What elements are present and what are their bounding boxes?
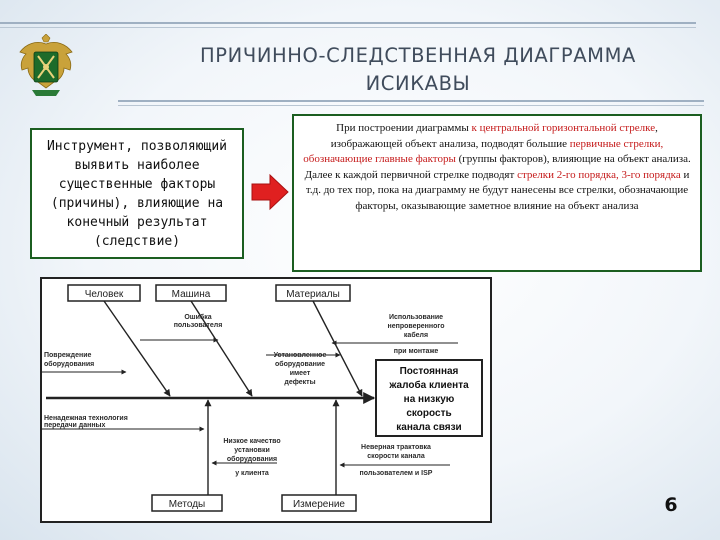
effect-line-1: Постоянная [400,366,459,377]
cause-unusable-cable-1: Использование [389,314,443,321]
definition-text: Инструмент, позволяющий выявить наиболее… [46,138,227,249]
title-line-1: ПРИЧИННО-СЛЕДСТВЕННАЯ ДИАГРАММА [200,44,636,67]
cause-unusable-cable-4: при монтаже [394,348,439,355]
desc-part-1: При построении диаграммы [336,122,472,134]
cause-unusable-cable-3: кабеля [404,331,428,339]
cause-incorrect-interpretation-3: пользователем и ISP [360,470,433,477]
svg-text:Материалы: Материалы [286,289,340,300]
cause-incorrect-interpretation-2: скорости канала [367,453,425,460]
cause-low-quality-4: у клиента [235,470,269,477]
category-measurement: Измерение [281,494,357,512]
title-underline-thin [118,105,704,106]
desc-highlight-secondary-arrows: стрелки 2-го порядка, 3-го порядка [517,168,681,181]
cause-user-error-2: пользователя [174,322,223,329]
desc-part-7: и т.д. до тех пор, пока на диаграмму не … [305,168,690,212]
bone-people [103,300,171,397]
customs-emblem-icon [19,34,73,96]
cause-installed-equipment-1: Установленное [274,352,327,359]
definition-box: Инструмент, позволяющий выявить наиболее… [30,128,244,259]
effect-line-3: на низкую [404,394,455,405]
category-machine: Машина [155,284,227,302]
bone-materials [312,300,363,397]
cause-equipment-damage-1: Повреждение [44,352,92,359]
page-number: 6 [664,494,678,516]
desc-part-5: (группы факторов), влияющие на объект ан… [304,153,691,181]
slide-title: ПРИЧИННО-СЛЕДСТВЕННАЯ ДИАГРАММА ИСИКАВЫ [118,42,718,98]
category-materials: Материалы [275,284,351,302]
cause-equipment-damage-2: оборудования [44,360,94,368]
effect-line-4: скорость [406,408,451,419]
desc-part-3: , изображающей объект анализа, подводят … [330,122,658,150]
cause-user-error-1: Ошибка [184,313,211,321]
ishikawa-diagram: Человек Машина Материалы Методы Измерени… [40,277,492,523]
cause-installed-equipment-4: дефекты [284,379,315,386]
bone-machine [190,300,253,397]
svg-text:Методы: Методы [169,499,206,510]
cause-low-quality-3: оборудования [227,455,277,463]
desc-highlight-central-arrow: к центральной горизонтальной стрелке [471,122,656,134]
cause-unusable-cable-2: непроверенного [387,323,444,330]
effect-line-5: канала связи [396,422,461,433]
top-rule [0,22,696,24]
effect-box: Постоянная жалоба клиента на низкую скор… [375,359,483,437]
title-line-2: ИСИКАВЫ [365,72,471,95]
cause-incorrect-interpretation-1: Неверная трактовка [361,444,431,451]
svg-text:Измерение: Измерение [293,499,345,510]
title-underline [118,100,704,102]
desc-highlight-primary-arrows: первичные стрелки, обозначающие главные … [303,137,664,166]
category-people: Человек [67,284,141,302]
cause-low-quality-1: Низкое качество [223,438,280,445]
cause-installed-equipment-3: имеет [290,370,311,377]
svg-text:Человек: Человек [85,289,124,300]
cause-installed-equipment-2: оборудование [275,360,325,368]
description-text: При построении диаграммы к центральной г… [302,121,692,215]
top-rule-thin [0,27,696,28]
effect-line-2: жалоба клиента [388,379,469,391]
cause-unreliable-tech-1: Ненадежная технология [44,415,128,422]
category-methods: Методы [151,494,223,512]
svg-text:Машина: Машина [172,289,211,300]
description-box: При построении диаграммы к центральной г… [292,114,702,272]
cause-low-quality-2: установки [234,447,270,454]
cause-unreliable-tech-2: передачи данных [44,422,106,429]
right-arrow-icon [251,173,289,211]
